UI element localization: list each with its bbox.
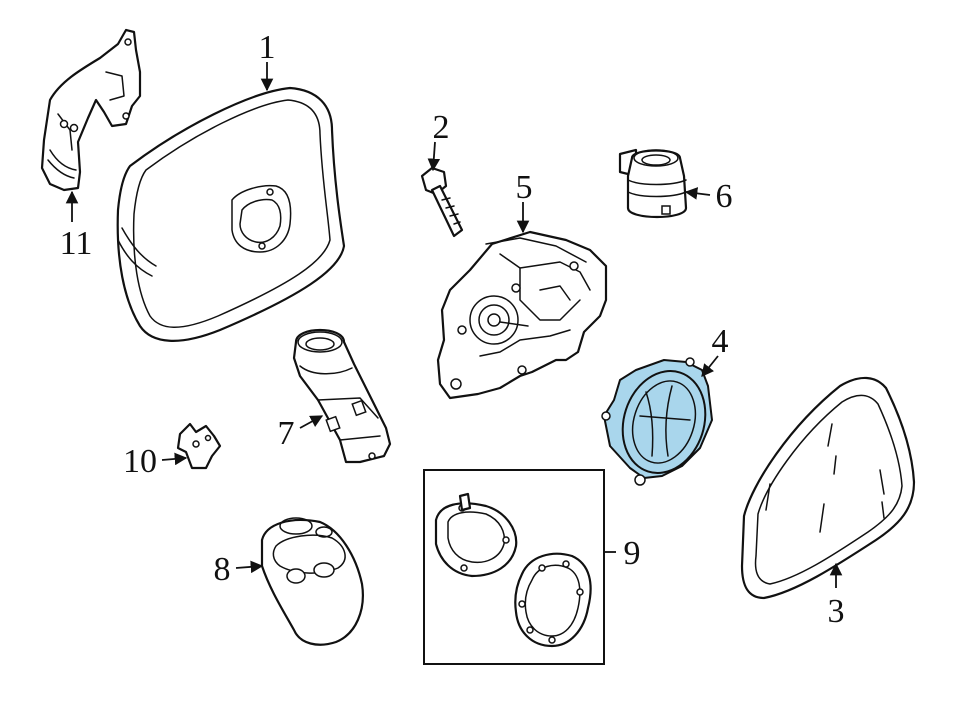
part-9-gasket-kit <box>423 469 605 665</box>
part-8-cover <box>260 517 364 646</box>
callout-labels: 1 2 3 4 5 6 7 8 9 10 11 <box>60 29 845 630</box>
callout-8: 8 <box>214 551 231 588</box>
leader-10 <box>161 452 188 466</box>
callout-7: 7 <box>278 415 295 452</box>
leader-7 <box>299 415 324 429</box>
part-4-highlighted-motor <box>601 357 713 486</box>
callout-11: 11 <box>60 225 93 262</box>
callout-1: 1 <box>259 29 276 66</box>
part-1-mirror-housing <box>116 86 346 342</box>
part-5-actuator-housing <box>436 230 608 400</box>
callout-6: 6 <box>716 178 733 215</box>
part-3-mirror-glass <box>740 376 916 600</box>
callout-2: 2 <box>433 109 450 146</box>
leader-lines <box>65 62 843 588</box>
part-11-bracket <box>40 28 142 192</box>
part-2-bolt <box>420 166 464 238</box>
part-10-clip <box>176 422 222 470</box>
callout-4: 4 <box>712 323 729 360</box>
leader-4 <box>701 355 719 377</box>
callout-10: 10 <box>123 443 157 480</box>
leader-8 <box>235 560 264 574</box>
callout-9: 9 <box>624 535 641 572</box>
part-7-lamp-housing <box>292 329 392 464</box>
leader-6 <box>684 187 711 200</box>
callout-3: 3 <box>828 593 845 630</box>
part-6-motor <box>618 148 688 219</box>
callout-5: 5 <box>516 169 533 206</box>
leader-2 <box>427 141 441 172</box>
